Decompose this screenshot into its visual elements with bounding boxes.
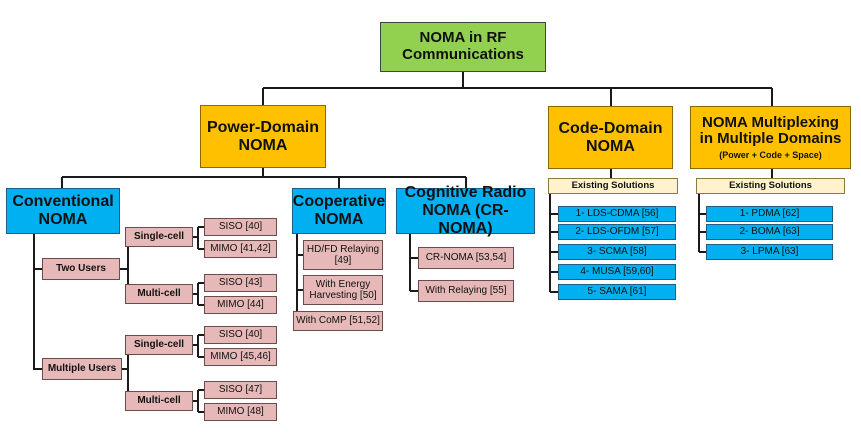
- conventional-label-line2: NOMA: [38, 211, 88, 228]
- multiple-users-multi-siso-label: SISO [47]: [218, 384, 263, 396]
- two-users-single-mimo-label: MIMO [41,42]: [210, 243, 271, 255]
- coop-hdfd-relaying-node: HD/FD Relaying [49]: [303, 240, 383, 270]
- cognitive-label-line1: Cognitive Radio: [404, 184, 527, 202]
- multiple-users-multi-cell-label: Multi-cell: [137, 395, 181, 407]
- code-solution-1-label: 1- LDS-CDMA [56]: [575, 208, 659, 220]
- cr-with-relaying-node: With Relaying [55]: [418, 280, 514, 302]
- multiple-users-single-cell-label: Single-cell: [133, 339, 184, 351]
- cognitive-radio-noma-node: Cognitive Radio NOMA (CR-NOMA): [396, 184, 535, 237]
- two-users-single-cell-node: Single-cell: [125, 227, 193, 247]
- multiple-users-single-mimo-node: MIMO [45,46]: [204, 348, 277, 366]
- multi-domain-label-line1: NOMA Multiplexing: [702, 113, 839, 131]
- root-node: NOMA in RF Communications: [380, 22, 546, 72]
- two-users-single-siso-node: SISO [40]: [204, 218, 277, 236]
- multiple-users-multi-mimo-label: MIMO [48]: [217, 406, 264, 418]
- two-users-multi-mimo-label: MIMO [44]: [217, 299, 264, 311]
- multiple-users-single-cell-node: Single-cell: [125, 335, 193, 355]
- conventional-label-line1: Conventional: [12, 193, 114, 211]
- multiple-users-multi-mimo-node: MIMO [48]: [204, 403, 277, 421]
- two-users-node: Two Users: [42, 258, 120, 280]
- multi-domain-node: NOMA Multiplexing in Multiple Domains (P…: [690, 106, 851, 169]
- root-label-line2: Communications: [402, 46, 524, 63]
- two-users-single-siso-label: SISO [40]: [218, 221, 263, 233]
- cooperative-label-line1: Cooperative: [292, 193, 386, 211]
- coop-comp-node: With CoMP [51,52]: [293, 311, 383, 331]
- two-users-multi-mimo-node: MIMO [44]: [204, 296, 277, 314]
- two-users-single-mimo-node: MIMO [41,42]: [204, 240, 277, 258]
- two-users-multi-siso-node: SISO [43]: [204, 274, 277, 292]
- multi-existing-solutions-label: Existing Solutions: [729, 179, 812, 191]
- multi-solution-3-node: 3- LPMA [63]: [706, 244, 833, 260]
- code-solution-5-label: 5- SAMA [61]: [587, 286, 647, 298]
- multi-solution-1-label: 1- PDMA [62]: [739, 208, 800, 220]
- cooperative-label-line2: NOMA: [314, 211, 364, 228]
- code-solution-3-node: 3- SCMA [58]: [558, 244, 676, 260]
- cr-noma-node: CR-NOMA [53,54]: [418, 247, 514, 269]
- power-domain-label-line1: Power-Domain: [206, 118, 319, 136]
- code-existing-solutions-node: Existing Solutions: [548, 178, 678, 194]
- two-users-multi-cell-label: Multi-cell: [137, 288, 181, 300]
- code-solution-4-node: 4- MUSA [59,60]: [558, 264, 676, 280]
- multi-solution-1-node: 1- PDMA [62]: [706, 206, 833, 222]
- code-solution-5-node: 5- SAMA [61]: [558, 284, 676, 300]
- code-domain-node: Code-Domain NOMA: [548, 106, 673, 169]
- multiple-users-single-siso-label: SISO [40]: [218, 329, 263, 341]
- cr-noma-label: CR-NOMA [53,54]: [425, 252, 507, 264]
- code-domain-label-line2: NOMA: [586, 137, 635, 155]
- power-domain-node: Power-Domain NOMA: [200, 105, 326, 168]
- code-solution-2-label: 2- LDS-OFDM [57]: [575, 226, 659, 238]
- power-domain-label-line2: NOMA: [238, 136, 288, 154]
- code-solution-1-node: 1- LDS-CDMA [56]: [558, 206, 676, 222]
- two-users-label: Two Users: [56, 263, 106, 275]
- multi-domain-note: (Power + Code + Space): [719, 150, 822, 161]
- conventional-noma-node: Conventional NOMA: [6, 188, 120, 234]
- coop-hdfd-line1: HD/FD Relaying: [306, 243, 380, 255]
- multi-solution-2-label: 2- BOMA [63]: [739, 226, 800, 238]
- coop-comp-label: With CoMP [51,52]: [296, 315, 380, 327]
- coop-energy-harvesting-node: With Energy Harvesting [50]: [303, 275, 383, 305]
- code-solution-3-label: 3- SCMA [58]: [587, 246, 647, 258]
- multiple-users-multi-cell-node: Multi-cell: [125, 391, 193, 411]
- coop-energy-line1: With Energy: [315, 278, 371, 290]
- code-domain-label-line1: Code-Domain: [558, 119, 663, 137]
- multi-solution-2-node: 2- BOMA [63]: [706, 224, 833, 240]
- multiple-users-single-mimo-label: MIMO [45,46]: [210, 351, 271, 363]
- two-users-multi-cell-node: Multi-cell: [125, 284, 193, 304]
- multiple-users-label: Multiple Users: [47, 363, 117, 375]
- root-label-line1: NOMA in RF: [419, 29, 507, 47]
- multi-domain-label-line2: in Multiple Domains: [699, 130, 842, 148]
- multiple-users-multi-siso-node: SISO [47]: [204, 381, 277, 399]
- code-existing-solutions-label: Existing Solutions: [571, 179, 655, 191]
- multiple-users-single-siso-node: SISO [40]: [204, 326, 277, 344]
- cooperative-noma-node: Cooperative NOMA: [292, 188, 386, 234]
- cognitive-label-line2: NOMA (CR-NOMA): [422, 202, 509, 237]
- two-users-single-cell-label: Single-cell: [133, 231, 184, 243]
- multi-solution-3-label: 3- LPMA [63]: [740, 246, 799, 258]
- coop-energy-line2: Harvesting [50]: [309, 290, 377, 301]
- code-solution-4-label: 4- MUSA [59,60]: [580, 266, 654, 278]
- multi-existing-solutions-node: Existing Solutions: [696, 178, 845, 194]
- coop-hdfd-line2: [49]: [334, 255, 352, 266]
- cr-with-relaying-label: With Relaying [55]: [425, 285, 507, 297]
- code-solution-2-node: 2- LDS-OFDM [57]: [558, 224, 676, 240]
- two-users-multi-siso-label: SISO [43]: [218, 277, 263, 289]
- multiple-users-node: Multiple Users: [42, 358, 122, 380]
